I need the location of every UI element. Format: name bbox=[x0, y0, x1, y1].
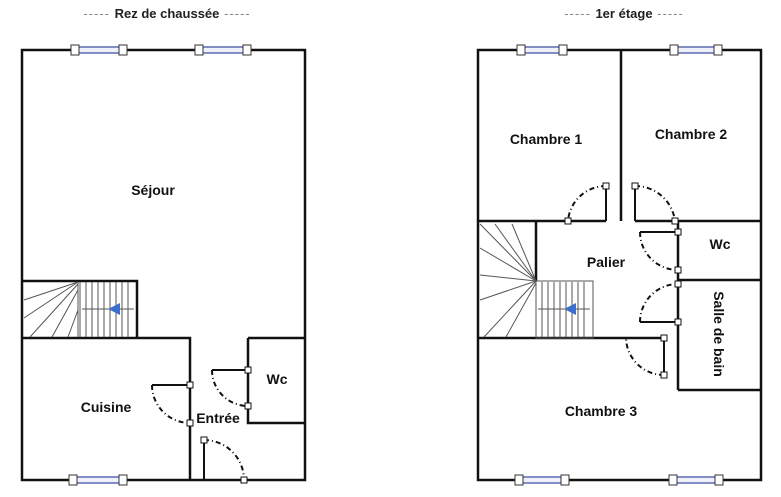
room-label-cuisine: Cuisine bbox=[80, 399, 132, 415]
room-label-chambre-3: Chambre 3 bbox=[564, 403, 638, 419]
first-floor-doors bbox=[567, 184, 679, 376]
room-label-chambre-1: Chambre 1 bbox=[509, 131, 583, 147]
ground-floor-title-text: Rez de chaussée bbox=[114, 6, 220, 21]
room-label-salle-de-bain: Salle de bain bbox=[711, 291, 727, 377]
ground-door-markers bbox=[186, 366, 252, 484]
title-dash-right: ----- bbox=[219, 6, 251, 21]
ground-floor-doors bbox=[151, 369, 249, 481]
ground-stairs-arrow bbox=[108, 303, 120, 315]
room-label-chambre-2: Chambre 2 bbox=[654, 126, 728, 142]
first-stairs-arrow bbox=[564, 303, 576, 315]
first-window-frames bbox=[514, 44, 724, 486]
first-floor-title-text: 1er étage bbox=[595, 6, 653, 21]
ground-window-frames bbox=[68, 44, 252, 486]
title-dash-right: ----- bbox=[652, 6, 684, 21]
room-label-palier: Palier bbox=[586, 254, 626, 270]
title-dash-left: ----- bbox=[83, 6, 115, 21]
ground-floor-walls bbox=[20, 48, 307, 482]
first-floor-walls bbox=[476, 48, 763, 482]
first-floor-title: ----- 1er étage ----- bbox=[564, 6, 684, 21]
room-label-entree: Entrée bbox=[196, 410, 240, 426]
first-door-markers bbox=[564, 182, 682, 379]
room-label-wc-ground: Wc bbox=[266, 371, 288, 387]
room-label-wc-first: Wc bbox=[709, 236, 731, 252]
room-label-sejour: Séjour bbox=[131, 182, 175, 198]
title-dash-left: ----- bbox=[564, 6, 596, 21]
ground-floor-title: ----- Rez de chaussée ----- bbox=[83, 6, 250, 21]
